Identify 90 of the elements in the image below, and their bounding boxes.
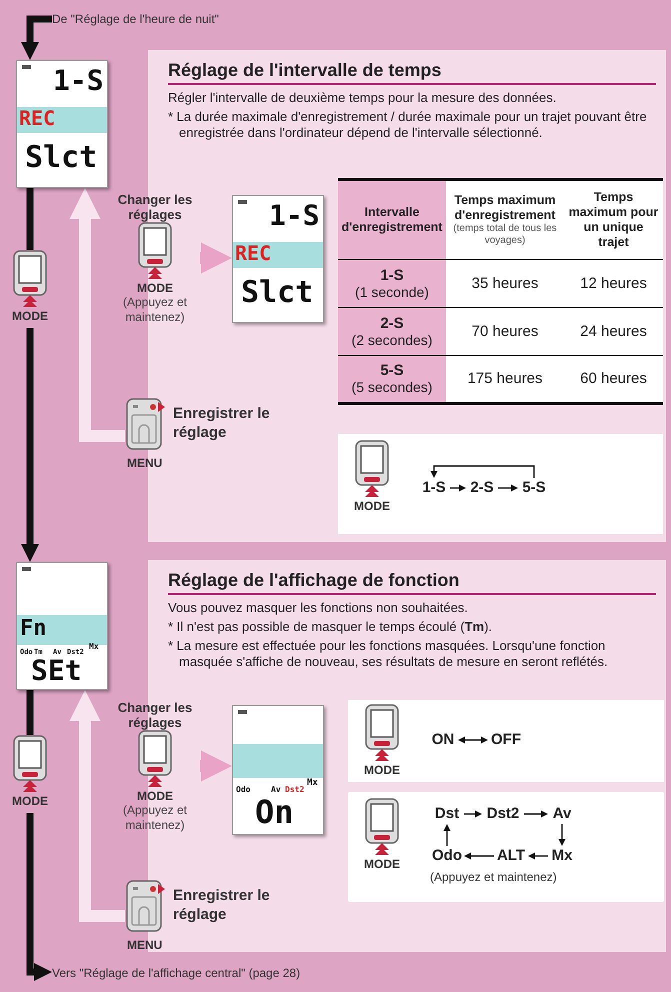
step-heading: Changer les réglages xyxy=(116,192,194,222)
display-reading: 1-S xyxy=(269,202,320,230)
button-name: MODE xyxy=(137,281,173,295)
display-reading: Slct xyxy=(25,143,98,173)
cell-text: 2-S xyxy=(379,316,405,332)
header-text: Temps maximum d'enregistrement xyxy=(453,193,557,223)
note-text: * La durée maximale d'enregistrement / durée maximale pour un trajet pouvant être enregistrée dans l'ordinateur dépend de l'intervalle sélectionné. xyxy=(168,109,648,141)
display-reading: Fn xyxy=(20,618,46,640)
button-name: MODE xyxy=(364,763,400,777)
flow-arrow xyxy=(464,810,482,818)
button-name: MODE xyxy=(12,309,48,323)
cycle-option-text: 5-S xyxy=(518,478,550,498)
flow-arrow xyxy=(69,690,125,922)
connector-line xyxy=(26,690,34,735)
flow-arrow xyxy=(430,465,535,478)
connector-line xyxy=(26,188,34,250)
flow-arrow xyxy=(450,484,466,492)
flow-arrow xyxy=(528,852,548,860)
button-name: MODE xyxy=(137,789,173,803)
cycle-option-text: Av xyxy=(548,804,576,824)
flow-arrow xyxy=(458,736,488,744)
display-reading: REC xyxy=(235,243,272,263)
cycle-option-text: 2-S xyxy=(466,478,498,498)
display-reading: Dst2 xyxy=(285,786,304,794)
flow-arrow xyxy=(20,16,52,60)
header-text: (temps total de tous les voyages) xyxy=(452,223,558,247)
cycle-option-text: Dst2 xyxy=(482,804,524,824)
step-heading: Changer les réglages xyxy=(116,700,194,730)
flow-arrow xyxy=(558,824,566,846)
navigation-note: Vers "Réglage de l'affichage central" (page 28) xyxy=(52,962,472,982)
display-reading: Mx xyxy=(307,779,318,788)
display-reading: Odo xyxy=(236,786,250,794)
cycle-option-text: ON xyxy=(428,730,458,750)
cell-text: 35 heures xyxy=(470,276,540,292)
lcd-screen xyxy=(232,705,324,835)
cell-text: 70 heures xyxy=(470,324,540,340)
step-heading: Enregistrer le réglage xyxy=(173,404,271,442)
flow-arrow xyxy=(444,824,450,846)
flow-arrow xyxy=(200,750,232,782)
cell-text: 1-S xyxy=(379,268,405,284)
flow-arrow xyxy=(200,242,232,274)
flow-arrow xyxy=(498,484,518,492)
option-card xyxy=(348,700,664,782)
display-reading: Av xyxy=(271,786,281,794)
cell-text: 175 heures xyxy=(466,371,544,387)
flow-arrow xyxy=(524,810,548,818)
instruction-text: (Appuyez et maintenez) xyxy=(122,295,188,325)
cycle-option-text: Mx xyxy=(548,846,576,866)
navigation-note: De "Réglage de l'heure de nuit" xyxy=(52,8,472,30)
button-name: MODE xyxy=(364,857,400,871)
section-title: Réglage de l'affichage de fonction xyxy=(168,570,656,595)
button-name: MENU xyxy=(127,938,162,952)
body-text: Vous pouvez masquer les fonctions non souhaitées. xyxy=(168,600,469,616)
display-reading: On xyxy=(255,796,294,828)
section-title: Réglage de l'intervalle de temps xyxy=(168,60,656,85)
note-text: * Il n'est pas possible de masquer le temps écoulé (Tm). xyxy=(168,619,494,635)
cycle-option-text: ALT xyxy=(494,846,528,866)
display-reading: REC xyxy=(19,108,56,128)
lcd-screen xyxy=(232,195,324,323)
option-card xyxy=(338,434,663,534)
display-reading: 1-S xyxy=(53,67,104,95)
lcd-screen xyxy=(16,60,108,188)
display-reading: SEt xyxy=(31,657,82,685)
hint-text: (Appuyez et maintenez) xyxy=(430,870,557,884)
body-text: Régler l'intervalle de deuxième temps pour la mesure des données. xyxy=(168,90,558,106)
button-name: MENU xyxy=(127,456,162,470)
cell-text: (5 secondes) xyxy=(350,379,434,395)
cycle-option-text: Dst xyxy=(430,804,464,824)
flow-arrow xyxy=(464,852,494,860)
cell-text: 5-S xyxy=(379,363,405,379)
cell-text: 24 heures xyxy=(579,324,648,340)
flow-arrow xyxy=(69,188,125,442)
display-reading: Slct xyxy=(241,278,314,308)
button-name: MODE xyxy=(354,499,390,513)
display-reading: Mx xyxy=(89,643,99,651)
cell-text: 12 heures xyxy=(579,276,648,292)
cell-text: 60 heures xyxy=(579,371,648,387)
cell-text: (2 secondes) xyxy=(350,332,434,348)
note-text: * La mesure est effectuée pour les fonctions masquées. Lorsqu'une fonction masquée s'affiche de nouveau, ses résultats de mesure en seront reflétés. xyxy=(168,638,609,670)
instruction-text: (Appuyez et maintenez) xyxy=(122,803,188,833)
option-card xyxy=(348,792,664,902)
cell-text: (1 seconde) xyxy=(354,284,430,300)
header-text: Intervalle d'enregistrement xyxy=(341,205,443,235)
cycle-option-text: 1-S xyxy=(418,478,450,498)
cycle-option-text: Odo xyxy=(430,846,464,866)
lcd-screen xyxy=(16,562,108,690)
header-text: Temps maximum pour un unique trajet xyxy=(568,190,660,250)
step-heading: Enregistrer le réglage xyxy=(173,886,271,924)
cycle-option-text: OFF xyxy=(488,730,524,750)
button-name: MODE xyxy=(12,794,48,808)
